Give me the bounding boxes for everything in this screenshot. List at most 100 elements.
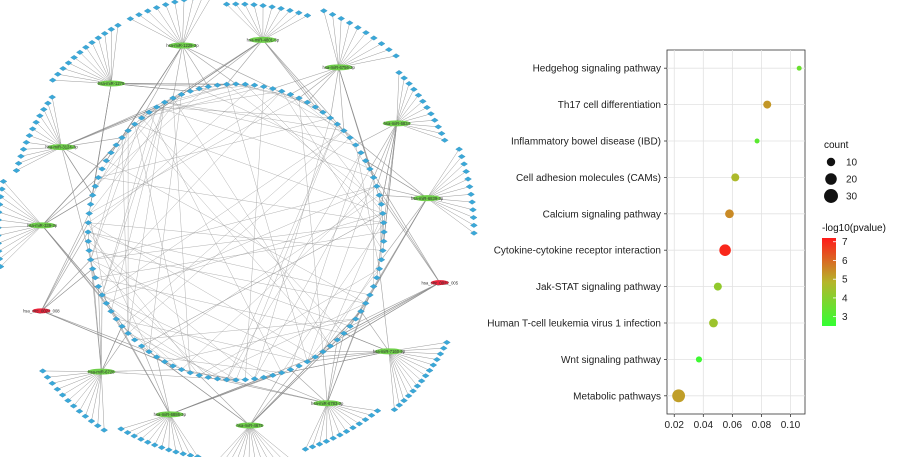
network-edge xyxy=(343,333,390,352)
network-edge xyxy=(41,231,89,311)
mrna-node xyxy=(19,146,28,152)
network-edge xyxy=(95,102,165,187)
fan-edge xyxy=(426,171,467,199)
network-edge xyxy=(164,318,356,362)
fan-edge xyxy=(338,37,375,68)
mrna-node xyxy=(232,377,240,383)
mrna-node xyxy=(100,427,108,433)
fan-edge xyxy=(253,4,264,40)
network-edge xyxy=(41,177,99,226)
enrichment-dot xyxy=(713,282,722,291)
mrna-node xyxy=(269,372,277,378)
fan-edge xyxy=(388,351,422,382)
network-edge xyxy=(355,144,380,269)
network-edge xyxy=(376,186,441,283)
mrna-node xyxy=(340,330,348,336)
enrichment-dot xyxy=(709,318,718,328)
mrna-node xyxy=(379,210,387,216)
mrna-node xyxy=(250,82,259,88)
mrna-node xyxy=(58,392,67,398)
network-edge xyxy=(298,98,324,352)
colorbar-label: 7 xyxy=(842,237,848,248)
mrna-node xyxy=(308,444,317,450)
fan-edge xyxy=(396,72,400,124)
fan-edge xyxy=(91,42,112,84)
network-edge xyxy=(379,195,441,283)
mrna-node xyxy=(294,10,303,16)
mrna-node xyxy=(180,0,188,3)
fan-edge xyxy=(134,414,170,437)
network-edge xyxy=(148,194,380,352)
fan-edge xyxy=(396,83,410,124)
mrna-node xyxy=(400,398,408,404)
mrna-node xyxy=(91,275,100,281)
mrna-node xyxy=(250,2,258,8)
mrna-node xyxy=(118,135,126,141)
fan-edge xyxy=(0,196,43,226)
mrna-node xyxy=(286,7,294,13)
fan-edge xyxy=(0,225,43,267)
mrna-node xyxy=(36,113,44,119)
mrna-node xyxy=(102,158,111,164)
mrna-node xyxy=(346,323,354,329)
mrna-node xyxy=(204,374,213,380)
mirna-node xyxy=(28,222,57,229)
network-edge xyxy=(156,356,171,415)
network-edge xyxy=(199,88,371,170)
mirna-node xyxy=(168,42,197,49)
mrna-node xyxy=(354,25,362,31)
count-legend-dot xyxy=(826,157,836,167)
network-edge xyxy=(262,39,316,108)
enrichment-dot xyxy=(719,244,731,256)
network-edge xyxy=(148,112,282,373)
enrichment-dot xyxy=(796,65,802,71)
mirna-node xyxy=(235,422,264,429)
network-edge xyxy=(182,45,191,92)
mirna-node xyxy=(374,348,403,355)
fan-edge xyxy=(18,146,62,164)
fan-edge xyxy=(262,10,291,41)
network-edge xyxy=(182,45,237,85)
network-edge xyxy=(90,117,142,260)
network-edge xyxy=(88,91,282,223)
fan-edge xyxy=(388,351,400,406)
mrna-node xyxy=(379,220,388,226)
fan-edge xyxy=(0,225,43,243)
network-edge xyxy=(360,311,390,352)
mrna-node xyxy=(98,292,106,298)
mrna-node xyxy=(277,370,286,376)
mirna-node xyxy=(87,368,116,375)
network-edge xyxy=(330,67,339,119)
mrna-node xyxy=(319,349,327,355)
network-edge xyxy=(245,84,384,223)
mrna-node xyxy=(28,126,37,132)
network-edge xyxy=(226,84,382,205)
mrna-node xyxy=(39,368,47,374)
fan-edge xyxy=(396,95,419,124)
network-edge xyxy=(88,222,316,358)
mrna-node xyxy=(0,226,2,229)
enrichment-dot xyxy=(695,356,703,363)
mrna-node xyxy=(213,82,222,88)
network-edge xyxy=(61,146,103,170)
network-edge xyxy=(156,106,374,178)
fan-edge xyxy=(73,371,102,407)
mrna-node xyxy=(130,337,139,343)
mrna-node xyxy=(137,343,146,349)
count-legend-title: count xyxy=(824,140,849,151)
network-edge xyxy=(365,160,441,283)
fan-edge xyxy=(0,225,43,259)
fan-edge xyxy=(338,49,389,68)
fan-edge xyxy=(182,0,210,46)
mrna-node xyxy=(0,256,4,262)
mrna-node xyxy=(464,176,472,182)
category-label: Calcium signaling pathway xyxy=(543,209,661,220)
network-edge xyxy=(349,198,428,327)
mrna-node xyxy=(259,3,267,9)
fan-edge xyxy=(68,62,112,84)
mrna-node xyxy=(114,22,122,28)
fan-edge xyxy=(249,425,274,457)
network-node-label: hsa-miR-4801-5p xyxy=(247,37,280,42)
mrna-node xyxy=(112,142,121,148)
